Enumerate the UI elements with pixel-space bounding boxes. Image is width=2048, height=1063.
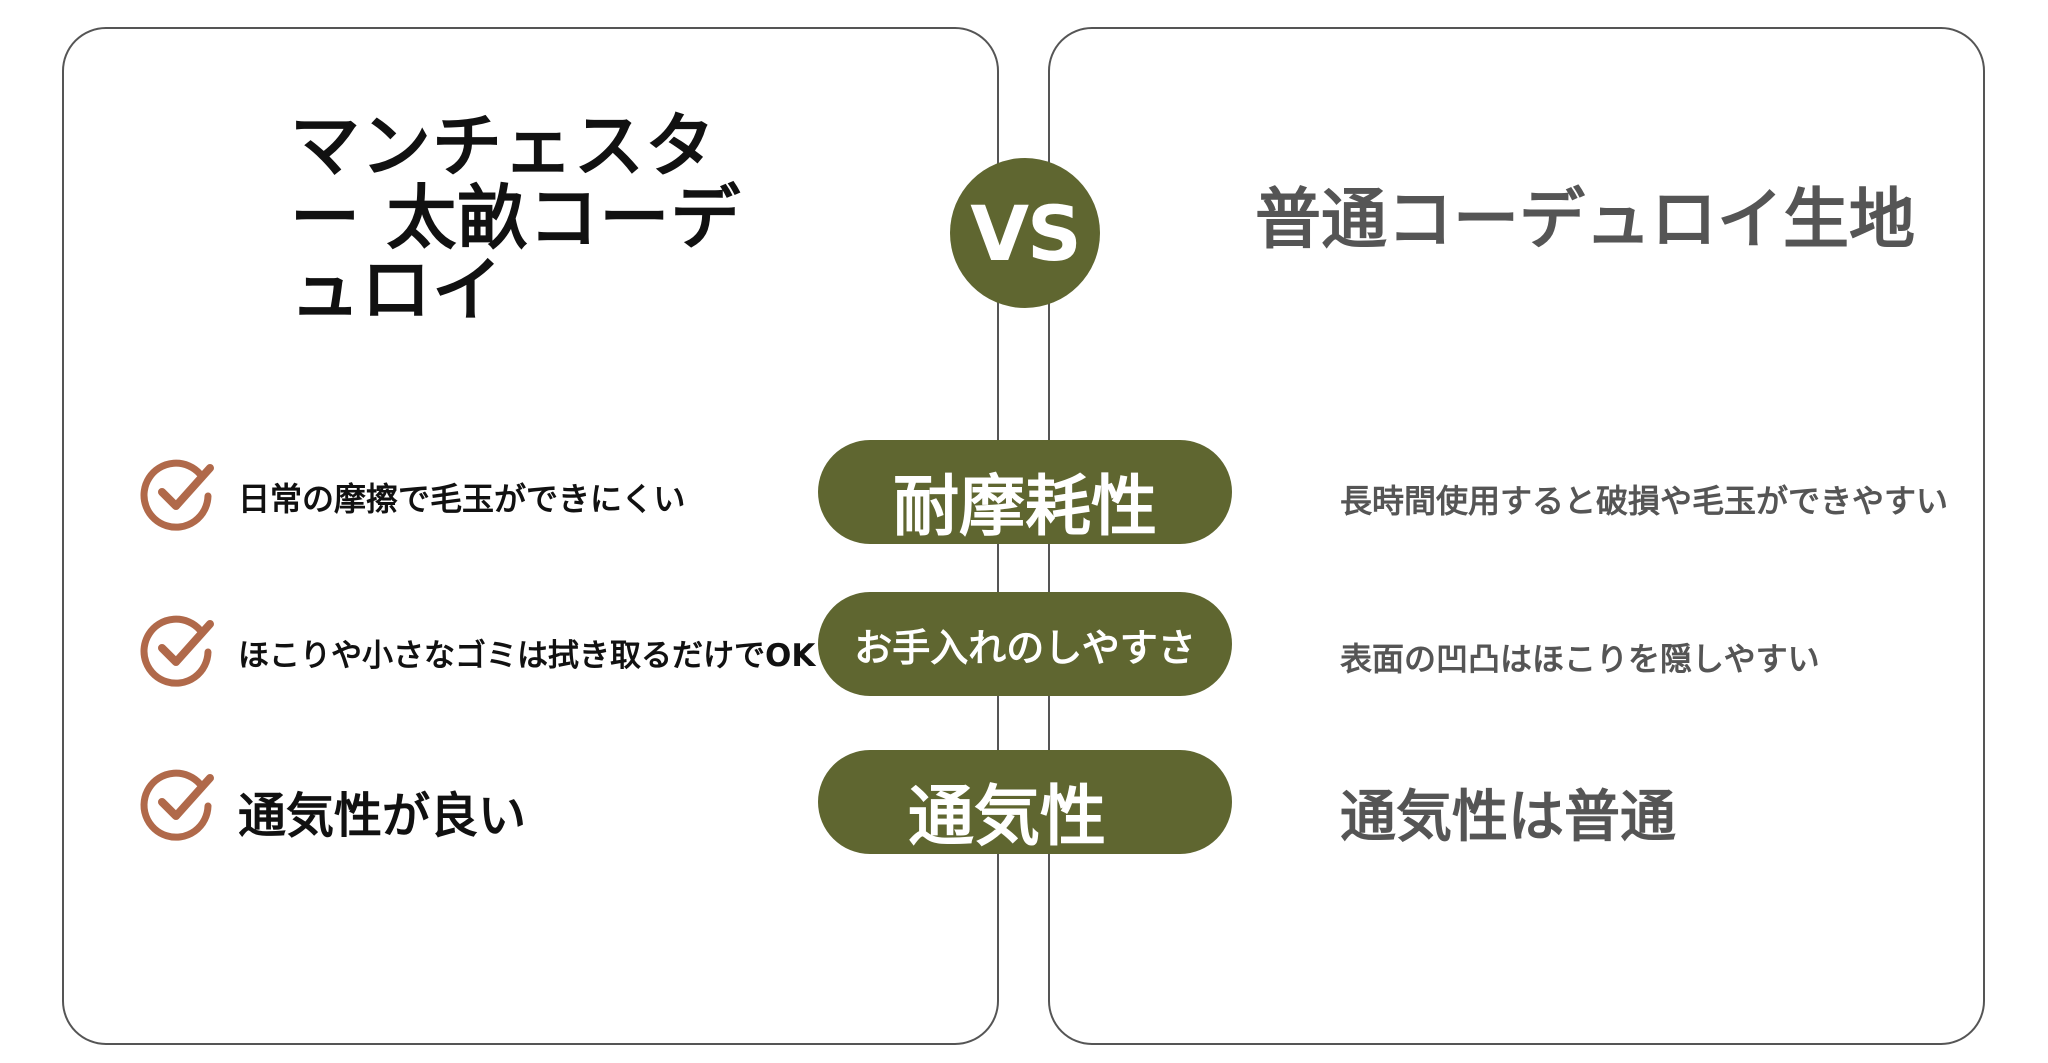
- category-pill-care: お手入れのしやすさ: [818, 592, 1232, 696]
- left-feature-durability: 日常の摩擦で毛玉ができにくい: [238, 480, 686, 518]
- check-circle-icon: [140, 615, 214, 687]
- right-title: 普通コーデュロイ生地: [1255, 181, 1915, 258]
- right-feature-care: 表面の凹凸はほこりを隠しやすい: [1340, 640, 1820, 678]
- right-feature-durability: 長時間使用すると破損や毛玉ができやすい: [1340, 482, 1949, 520]
- category-pill-durability: 耐摩耗性: [818, 440, 1232, 545]
- check-circle-icon: [140, 769, 214, 841]
- vs-badge: VS: [950, 158, 1100, 308]
- category-pill-breathability: 通気性: [818, 750, 1232, 855]
- left-feature-care: ほこりや小さなゴミは拭き取るだけでOK: [238, 638, 816, 674]
- check-circle-icon: [140, 459, 214, 531]
- left-title: マンチェスター 太畝コーデュロイ: [290, 105, 742, 331]
- left-feature-breathability: 通気性が良い: [238, 788, 527, 844]
- right-feature-breathability: 通気性は普通: [1340, 785, 1676, 850]
